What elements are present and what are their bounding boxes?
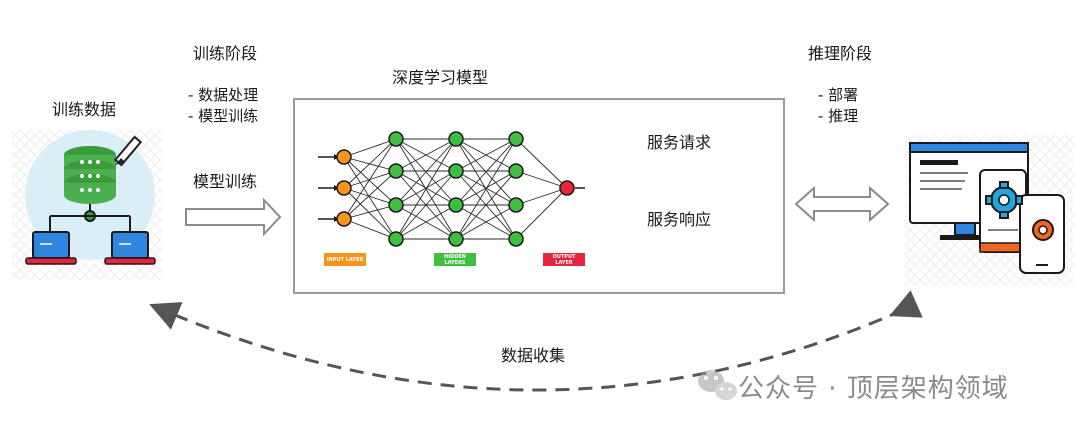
nn-connection	[395, 204, 457, 240]
wechat-icon	[698, 370, 737, 400]
nn-connection	[515, 138, 568, 189]
hidden-node	[508, 131, 524, 147]
input-node	[336, 180, 352, 196]
input-layer-tag: INPUT LAYER	[324, 253, 366, 266]
training-data-label: 训练数据	[52, 100, 117, 119]
training-stage-title: 训练阶段	[193, 44, 258, 63]
gear-icon	[1032, 219, 1054, 241]
nn-connection	[455, 170, 517, 206]
hidden-node	[508, 163, 524, 179]
nn-connection	[343, 170, 397, 220]
nn-connection	[455, 138, 517, 240]
output-layer-tag: OUTPUT LAYER	[543, 253, 585, 266]
output-node	[559, 180, 575, 196]
hidden-node	[508, 231, 524, 247]
double-arrow	[794, 185, 890, 223]
dl-model-title: 深度学习模型	[392, 68, 489, 87]
model-training-label: 模型训练	[193, 172, 258, 191]
nn-connection	[455, 170, 517, 240]
nn-connection	[395, 138, 457, 240]
nn-connection	[515, 187, 568, 240]
hidden-node	[388, 197, 404, 213]
hidden-node	[448, 163, 464, 179]
pencil-icon	[113, 135, 143, 167]
nn-connection	[343, 138, 397, 158]
nn-connection	[343, 187, 397, 206]
database-icon	[64, 146, 116, 204]
network-connectors	[49, 204, 131, 232]
service-request-label: 服务请求	[647, 133, 712, 152]
service-response-label: 服务响应	[647, 210, 712, 229]
nn-connection	[515, 170, 568, 189]
training-item-1: - 数据处理	[188, 86, 259, 104]
hidden-node	[448, 231, 464, 247]
nn-connection	[343, 187, 397, 240]
inference-item-2: - 推理	[818, 107, 859, 125]
nn-connection	[395, 170, 457, 206]
input-node	[336, 211, 352, 227]
laptop-icon	[25, 231, 77, 265]
nn-connection	[343, 138, 397, 189]
hidden-node	[448, 131, 464, 147]
training-item-2: - 模型训练	[188, 107, 259, 125]
input-node	[336, 149, 352, 165]
training-arrow	[185, 197, 282, 237]
nn-connection	[343, 138, 397, 220]
laptop-icon	[104, 231, 156, 265]
inference-stage-title: 推理阶段	[808, 44, 873, 63]
nn-connection	[395, 138, 457, 206]
nn-connection	[395, 138, 457, 172]
hidden-node	[388, 131, 404, 147]
nn-connection	[455, 138, 517, 172]
dl-model-box	[293, 98, 785, 294]
nn-connection	[515, 187, 568, 206]
gear-icon	[985, 181, 1023, 219]
nn-connection	[395, 170, 457, 240]
nn-connection	[343, 156, 397, 240]
hidden-node	[508, 197, 524, 213]
hidden-node	[388, 231, 404, 247]
nn-connection	[343, 218, 397, 240]
hidden-node	[448, 197, 464, 213]
nn-connection	[455, 138, 517, 206]
nn-connection	[455, 204, 517, 240]
data-collection-label: 数据收集	[501, 346, 566, 365]
watermark-text: 公众号 · 顶层架构领域	[738, 374, 1009, 404]
nn-connection	[343, 156, 397, 206]
hidden-node	[388, 163, 404, 179]
hidden-layer-tag: HIDDEN LAYERS	[434, 253, 476, 266]
data-collection-arrow	[149, 290, 923, 392]
inference-item-1: - 部署	[818, 86, 859, 104]
nn-connection	[343, 204, 397, 220]
